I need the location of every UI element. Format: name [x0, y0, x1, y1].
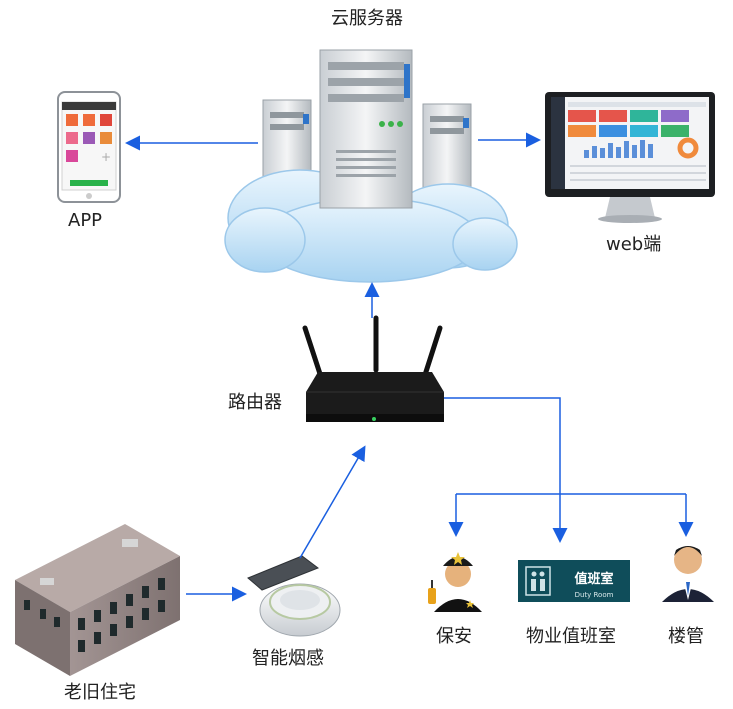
phone-icon: + [57, 91, 121, 203]
server-main [319, 49, 413, 209]
building-icon [15, 524, 180, 676]
cloud-server-label: 云服务器 [331, 8, 403, 29]
router-label: 路由器 [228, 392, 282, 413]
guard-label: 保安 [436, 626, 472, 647]
cloud-server-icon [224, 49, 518, 283]
duty-room-label: 物业值班室 [526, 626, 616, 647]
manager-label: 楼管 [668, 626, 704, 647]
duty-sign-title: 值班室 [574, 571, 613, 587]
manager-icon [662, 546, 714, 602]
duty-room-sign: 值班室 Duty Room [518, 560, 630, 602]
smoke-detector-icon [247, 555, 341, 637]
app-label: APP [68, 210, 103, 231]
line-router-to-duty [444, 397, 568, 543]
monitor-icon [545, 92, 715, 223]
web-label: web端 [606, 234, 662, 255]
building-label: 老旧住宅 [64, 682, 136, 703]
connectors [125, 132, 694, 602]
guard-icon [428, 552, 482, 612]
duty-sign-subtitle: Duty Room [575, 591, 614, 599]
router-icon [302, 315, 444, 422]
svg-text:+: + [101, 150, 111, 164]
smoke-detector-label: 智能烟感 [252, 648, 324, 669]
cloud-shape [224, 169, 518, 283]
arrow-smoke-to-router [299, 445, 366, 559]
